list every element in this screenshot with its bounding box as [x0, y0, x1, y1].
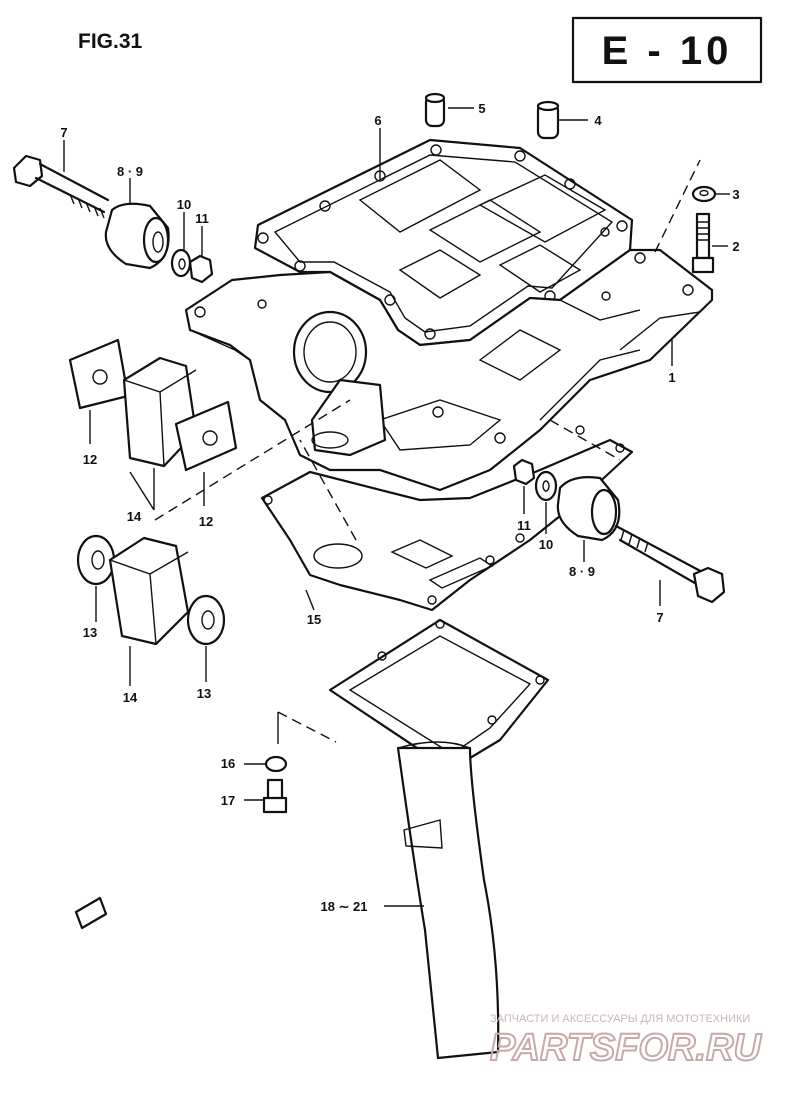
- front-arrow-icon: [74, 896, 108, 930]
- housing-1: [184, 248, 714, 492]
- nut-11-left: [188, 254, 214, 284]
- nut-11-right: [512, 458, 536, 486]
- dowel-pin-4: [536, 100, 560, 140]
- washer-13-left: [76, 534, 116, 586]
- washer-13-right: [186, 594, 226, 646]
- callout-2: 2: [732, 239, 739, 254]
- bolt-7-left: [12, 154, 110, 219]
- callout-10-left: 10: [177, 197, 191, 212]
- callout-4: 4: [594, 113, 602, 128]
- callout-14-lower: 14: [123, 690, 138, 705]
- rubber-mount-8-9-right: [556, 476, 621, 542]
- section-code-box: E - 10: [571, 16, 763, 84]
- callout-5: 5: [478, 101, 485, 116]
- washer-3: [691, 185, 717, 203]
- pad-12-lower: [174, 400, 238, 472]
- callout-8-9-left: 8 · 9: [117, 164, 143, 179]
- callout-11-left: 11: [195, 211, 209, 226]
- watermark-caption: ЗАПЧАСТИ И АКСЕССУАРЫ ДЛЯ МОТОТЕХНИКИ: [490, 1013, 750, 1025]
- callout-8-9-right: 8 · 9: [569, 564, 595, 579]
- callout-18-21: 18 ∼ 21: [320, 899, 367, 914]
- callouts: 1 2 3 4 5 6 7 7 8 · 9 8 · 9 10 10 11 11 …: [60, 101, 739, 914]
- callout-15: 15: [307, 612, 321, 627]
- washer-16: [264, 755, 288, 773]
- callout-7-right: 7: [656, 610, 663, 625]
- pad-12-upper: [68, 338, 130, 410]
- callout-14-upper: 14: [127, 509, 142, 524]
- watermark-brand: PARTSFOR.RU: [490, 1027, 762, 1069]
- callout-11-right: 11: [517, 518, 531, 533]
- callout-7-left: 7: [60, 125, 67, 140]
- callout-12-upper: 12: [83, 452, 97, 467]
- callout-16: 16: [221, 756, 235, 771]
- washer-10-left: [170, 248, 192, 278]
- leader-lines: [63, 107, 730, 907]
- section-code: E - 10: [602, 29, 733, 73]
- callout-12-lower: 12: [199, 514, 213, 529]
- watermark: ЗАПЧАСТИ И АКСЕССУАРЫ ДЛЯ МОТОТЕХНИКИ PA…: [489, 1013, 763, 1070]
- washer-10-right: [534, 470, 558, 502]
- bolt-17: [262, 778, 288, 814]
- callout-10-right: 10: [539, 537, 553, 552]
- bolt-2: [691, 212, 715, 274]
- dowel-pin-5: [424, 92, 446, 128]
- rubber-mount-8-9-left: [104, 202, 170, 270]
- callout-6: 6: [374, 113, 381, 128]
- callout-13-left: 13: [83, 625, 97, 640]
- callout-1: 1: [668, 370, 675, 385]
- block-14-lower: [108, 536, 190, 646]
- callout-3: 3: [732, 187, 739, 202]
- figure-label: FIG.31: [78, 30, 143, 53]
- bolt-7-right: [614, 524, 726, 604]
- callout-13-right: 13: [197, 686, 211, 701]
- exhaust-pipe-18-21: [328, 618, 550, 1060]
- callout-17: 17: [221, 793, 235, 808]
